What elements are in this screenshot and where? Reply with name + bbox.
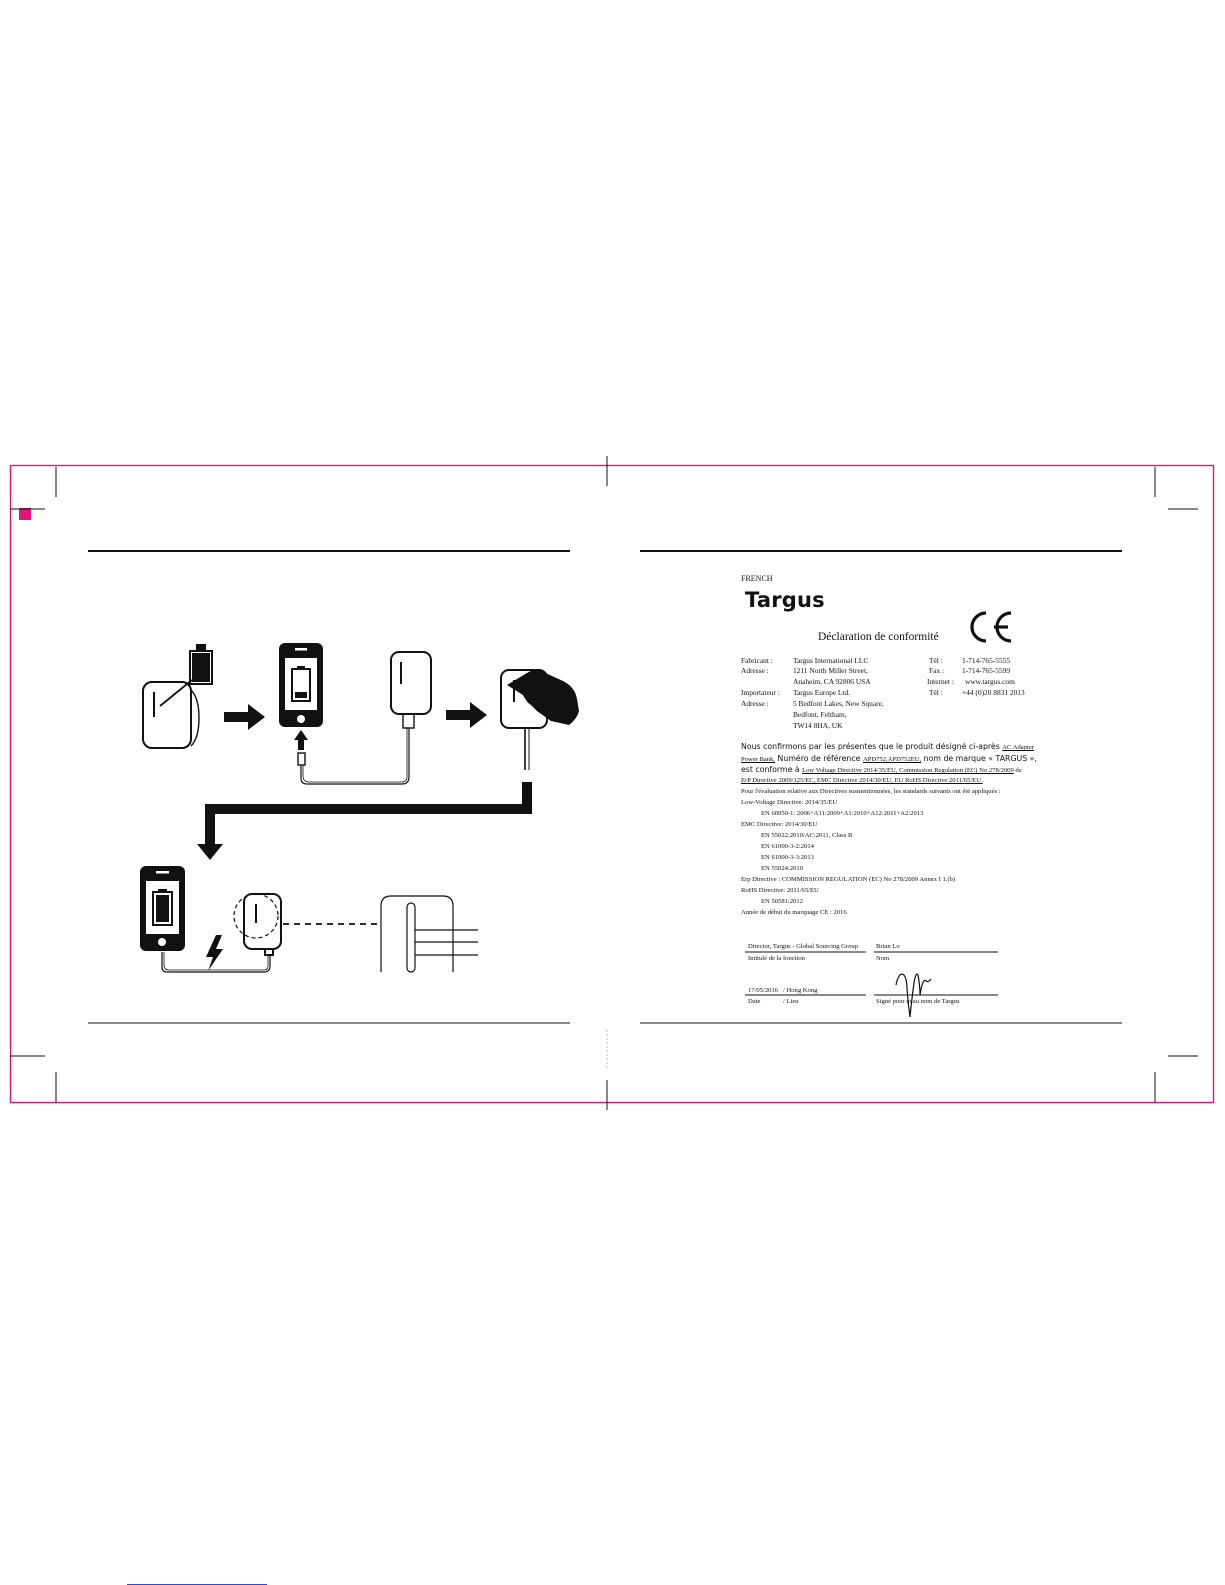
arrow-up-icon xyxy=(294,730,308,750)
product-name: AC Adapter xyxy=(1002,744,1034,751)
cable xyxy=(161,952,271,973)
address-line: 1211 North Miller Street, xyxy=(793,666,868,675)
address-label: Adresse : xyxy=(741,666,769,675)
rohs-directive: RoHS Directive: 2011/65/EU xyxy=(741,887,819,894)
cable xyxy=(163,952,269,971)
phone-icon xyxy=(279,643,323,727)
brand-logo: Targus xyxy=(745,588,825,612)
statement-line: Nous confirmons par les présentes que le… xyxy=(741,742,1034,752)
address-line: Anaheim, CA 92806 USA xyxy=(793,677,871,686)
lightning-icon xyxy=(206,935,223,971)
adapter-icon xyxy=(142,681,200,749)
importer-address-line: TW14 8HA, UK xyxy=(793,721,843,730)
importer-address-label: Adresse : xyxy=(741,699,769,708)
place-label: / Lieu xyxy=(783,998,799,1005)
tel2-value: +44 (0)20 8831 2013 xyxy=(962,688,1025,697)
importer-label: Importateur : xyxy=(741,688,780,697)
statement-text: de xyxy=(1013,767,1022,774)
pointer-line xyxy=(159,679,193,707)
arrow-down-icon xyxy=(197,782,532,860)
adapter-icon xyxy=(243,893,282,956)
tel2-label: Tél : xyxy=(929,688,943,697)
signature-icon xyxy=(895,973,932,1018)
importer-name: Targus Europe Ltd. xyxy=(793,688,851,697)
page-rules xyxy=(88,550,1122,1024)
hand-icon xyxy=(507,669,579,725)
battery-icon xyxy=(189,644,213,685)
emc-standard: EN 55022:2010/AC:2011, Class B xyxy=(761,832,853,839)
rohs-standard: EN 50581:2012 xyxy=(761,898,803,905)
statement-text: est conforme à xyxy=(741,765,803,774)
date-label: Date xyxy=(748,998,761,1005)
emc-standard: EN 55024:2010 xyxy=(761,865,803,872)
arrow-right-icon xyxy=(446,702,487,728)
directive-list: Low Voltage Directive 2014/35/EU, Commis… xyxy=(802,767,1014,774)
fax-label: Fax : xyxy=(929,666,944,675)
lvd-standard: EN 60950-1: 2006+A11:2009+A1:2010+A12:20… xyxy=(761,810,924,817)
trim-border xyxy=(9,464,1215,1104)
signer-name: Brian Lo xyxy=(876,943,900,950)
language-label: FRENCH xyxy=(741,574,773,583)
sign-place: / Hong Kong xyxy=(783,987,818,994)
cable xyxy=(302,728,408,783)
wall-socket-icon xyxy=(380,895,478,973)
fax-value: 1-714-765-5599 xyxy=(962,666,1011,675)
statement-text: nom de marque « TARGUS », xyxy=(921,754,1037,763)
tel-value: 1-714-765-5555 xyxy=(962,656,1011,665)
importer-address-line: Bedfont, Feltham, xyxy=(793,710,847,719)
statement-text: Numéro de référence xyxy=(775,754,863,763)
tel-label: Tél : xyxy=(929,656,943,665)
sign-date: 17/05/2016 xyxy=(748,987,779,994)
importer-address-line: 5 Bedfont Lakes, New Square, xyxy=(793,699,884,708)
signed-label: Signé pour et au nom de Targus xyxy=(876,998,960,1005)
ce-mark-icon xyxy=(970,611,1012,643)
erp-directive: Erp Directive : COMMISSION REGULATION (E… xyxy=(741,876,956,883)
directive-list: ErP Directive 2009/125/EC, EMC Directive… xyxy=(741,777,983,784)
cable xyxy=(300,728,410,785)
adapter-icon xyxy=(390,651,432,715)
lvd-directive: Low-Voltage Directive: 2014/35/EU xyxy=(741,799,838,806)
signature-lines xyxy=(745,951,998,996)
statement-line: est conforme à Low Voltage Directive 201… xyxy=(741,765,1022,775)
signer-position: Director, Targus - Global Sourcing Group xyxy=(748,943,859,950)
registration-mark xyxy=(19,508,31,520)
crop-marks xyxy=(10,456,1198,1110)
product-name: Power Bank, xyxy=(741,756,776,763)
emc-standard: EN 61000-3-3:2013 xyxy=(761,854,814,861)
internet-label: Internet : xyxy=(927,677,954,686)
emc-directive: EMC Directive: 2014/30/EU xyxy=(741,821,818,828)
internet-value: www.targus.com xyxy=(965,677,1015,686)
arrow-right-icon xyxy=(224,704,265,730)
highlight-ring xyxy=(233,893,279,939)
model-number: APD752,APD752EU, xyxy=(862,756,922,763)
emc-standard: EN 61000-3-2:2014 xyxy=(761,843,814,850)
statement-text: Nous confirmons par les présentes que le… xyxy=(741,742,1003,751)
standards-intro: Pour l'évaluation relative aux Directive… xyxy=(741,788,1001,795)
name-label: Nom xyxy=(876,955,890,962)
manufacturer-name: Targus International LLC xyxy=(793,656,869,665)
manufacturer-label: Fabricant : xyxy=(741,656,773,665)
ce-marking-year: Année de début du marquage CE : 2016 xyxy=(741,909,847,916)
page-title: Déclaration de conformité xyxy=(818,631,939,643)
position-label: Intitulé de la fonction xyxy=(748,955,805,962)
statement-line: Power Bank, Numéro de référence APD752,A… xyxy=(741,754,1037,764)
phone-icon xyxy=(140,866,185,951)
